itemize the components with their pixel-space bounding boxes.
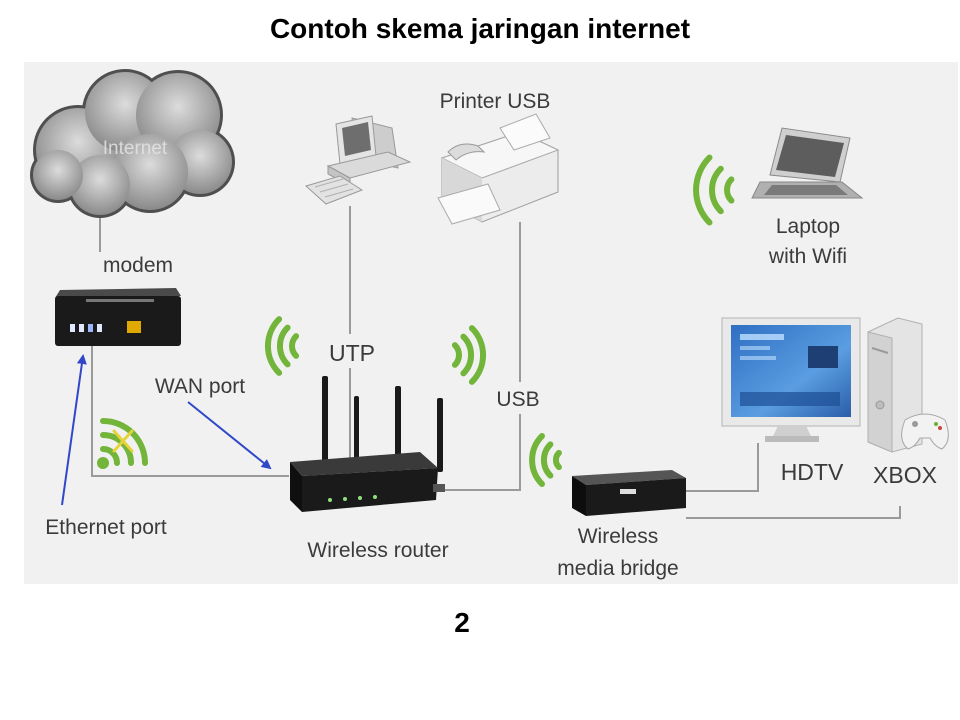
laptop-label-line1: Laptop xyxy=(776,215,840,238)
modem-label: modem xyxy=(103,254,173,277)
wifi-icon xyxy=(97,418,148,469)
page-title: Contoh skema jaringan internet xyxy=(269,13,691,44)
internet-label: Internet xyxy=(103,138,168,159)
hdtv-label: HDTV xyxy=(781,459,844,485)
usb-label: USB xyxy=(496,388,539,411)
modem-icon xyxy=(55,288,181,346)
ethernet-port-arrow xyxy=(61,354,87,506)
page-number: 2 xyxy=(454,607,470,638)
media-bridge-label-line1: Wireless xyxy=(578,525,659,548)
xbox-controller-icon xyxy=(901,413,949,450)
router-wifi-left-icon xyxy=(264,316,300,376)
media-bridge-label-line2: media bridge xyxy=(557,557,678,580)
xbox-label: XBOX xyxy=(873,462,937,488)
cloud-icon xyxy=(30,69,235,218)
laptop-label-line2: with Wifi xyxy=(768,245,847,268)
desktop-computer-icon xyxy=(305,115,412,205)
router-label: Wireless router xyxy=(307,539,448,562)
wan-port-label: WAN port xyxy=(155,375,245,398)
utp-label: UTP xyxy=(329,340,375,366)
printer-usb-label: Printer USB xyxy=(440,90,551,113)
cable-bridge-xbox xyxy=(686,506,901,519)
router-wifi-right-icon xyxy=(451,325,487,385)
media-bridge-icon xyxy=(572,470,686,516)
media-bridge-wifi-icon xyxy=(529,433,562,487)
router-icon xyxy=(290,376,445,512)
cable-modem-router xyxy=(91,346,289,477)
hdtv-icon xyxy=(721,317,861,442)
wan-port-arrow xyxy=(187,401,272,470)
cable-bridge-hdtv xyxy=(686,443,759,492)
laptop-icon xyxy=(751,127,864,199)
laptop-wifi-icon xyxy=(693,154,735,226)
ethernet-port-label: Ethernet port xyxy=(45,516,167,539)
printer-icon xyxy=(437,113,560,225)
cable-printer-router-lower xyxy=(445,414,521,491)
